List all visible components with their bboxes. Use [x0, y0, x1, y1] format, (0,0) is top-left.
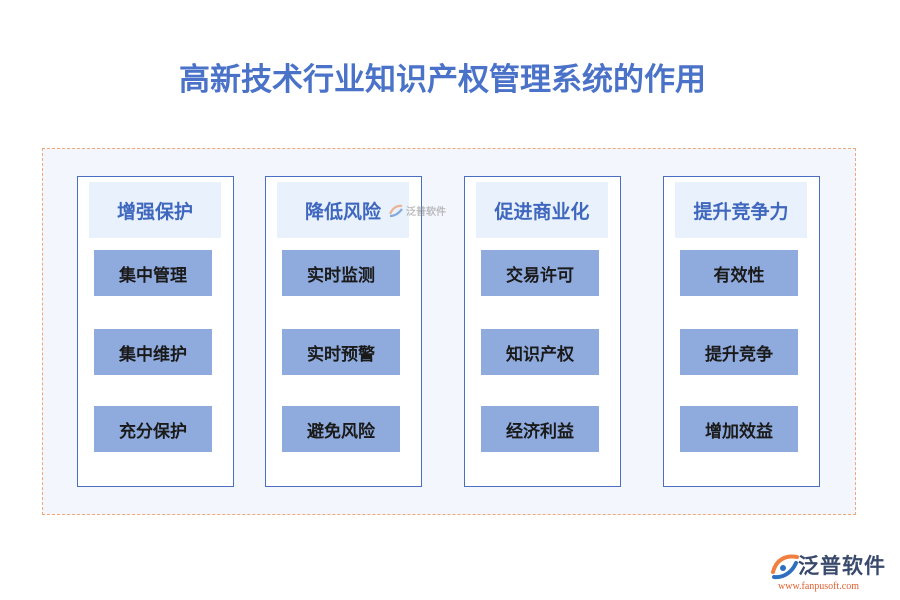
column-header: 提升竞争力 [675, 182, 807, 238]
diagram-title: 高新技术行业知识产权管理系统的作用 [179, 62, 706, 98]
column-item: 交易许可 [481, 250, 599, 296]
column-item: 充分保护 [94, 406, 212, 452]
brand-logo: 泛普软件 www.fanpusoft.com [770, 551, 892, 597]
watermark-logo-icon [388, 204, 403, 217]
column-3: 促进商业化 交易许可 知识产权 经济利益 [464, 176, 621, 487]
logo-url: www.fanpusoft.com [778, 581, 860, 592]
column-item: 集中管理 [94, 250, 212, 296]
column-item: 经济利益 [481, 406, 599, 452]
column-2: 降低风险 实时监测 实时预警 避免风险 [265, 176, 422, 487]
column-item: 增加效益 [680, 406, 798, 452]
column-item: 有效性 [680, 250, 798, 296]
column-4: 提升竞争力 有效性 提升竞争 增加效益 [663, 176, 820, 487]
column-item: 提升竞争 [680, 329, 798, 375]
column-header: 降低风险 [277, 182, 409, 238]
fanpu-logo-icon [771, 554, 799, 580]
column-item: 实时监测 [282, 250, 400, 296]
column-header: 增强保护 [89, 182, 221, 238]
column-1: 增强保护 集中管理 集中维护 充分保护 [77, 176, 234, 487]
logo-name: 泛普软件 [798, 554, 886, 578]
column-item: 集中维护 [94, 329, 212, 375]
column-header: 促进商业化 [476, 182, 608, 238]
column-item: 实时预警 [282, 329, 400, 375]
column-item: 避免风险 [282, 406, 400, 452]
watermark-text: 泛普软件 [406, 207, 446, 218]
watermark: 泛普软件 [388, 203, 446, 218]
column-item: 知识产权 [481, 329, 599, 375]
